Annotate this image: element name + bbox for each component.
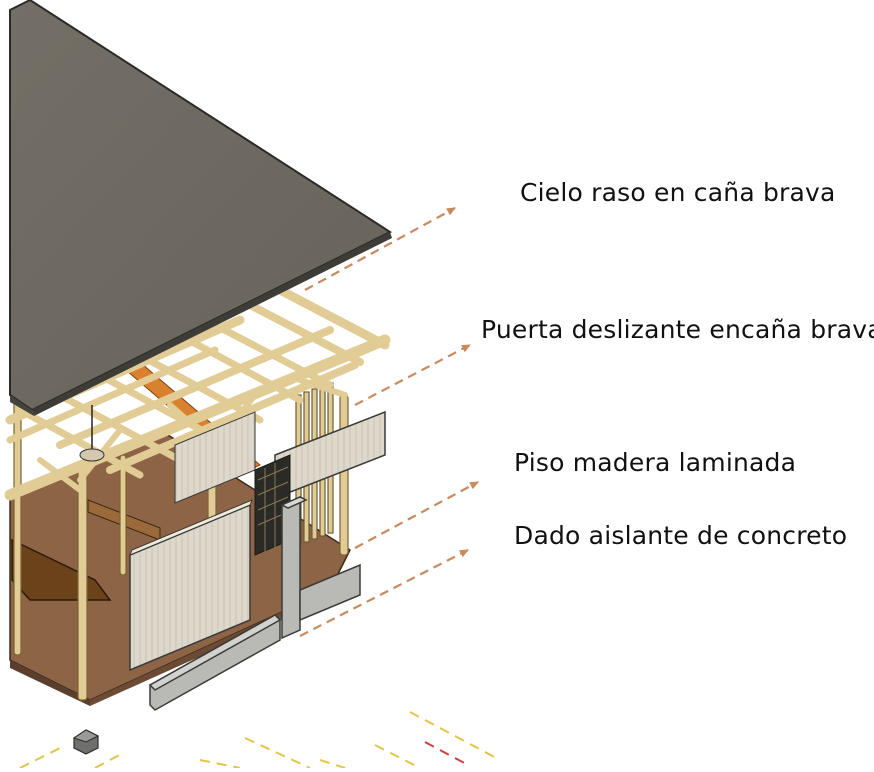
concrete-footing bbox=[72, 729, 100, 755]
arrow-cielo-raso bbox=[304, 207, 456, 291]
concrete-beams bbox=[148, 495, 361, 711]
label-puerta-deslizante: Puerta deslizante encaña brava bbox=[481, 315, 874, 344]
arrow-puerta bbox=[354, 344, 471, 406]
roof-slab bbox=[9, 0, 393, 416]
wall-panels bbox=[129, 410, 386, 672]
label-cielo-raso: Cielo raso en caña brava bbox=[520, 178, 836, 207]
annotation-arrows bbox=[299, 207, 479, 637]
ground-grid-lines bbox=[19, 711, 501, 769]
label-piso-madera: Piso madera laminada bbox=[514, 448, 797, 477]
label-dado-aislante: Dado aislante de concreto bbox=[514, 521, 848, 550]
arrow-dado bbox=[299, 549, 469, 637]
hanging-lamp bbox=[79, 405, 105, 462]
arrow-piso bbox=[354, 481, 479, 549]
